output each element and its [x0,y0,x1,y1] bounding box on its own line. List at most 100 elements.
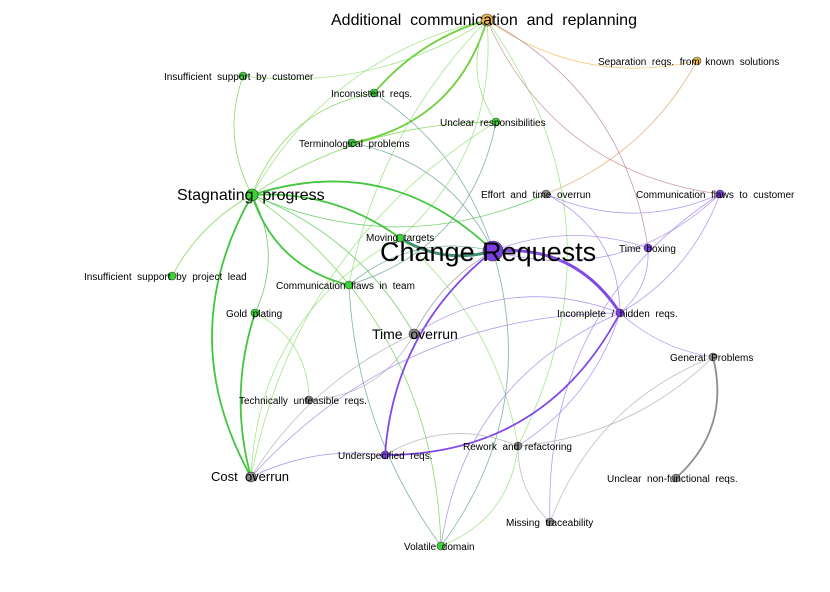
edge-moving_targets-to-rework_refactoring [399,237,519,447]
label-time-boxing: Time boxing [619,244,676,255]
node-insufficient-support-customer[interactable] [238,71,248,81]
edge-communication_flaws_customer-to-missing_traceability [549,193,721,523]
node-incomplete-hidden-reqs[interactable] [615,308,625,318]
edge-change_requests-to-time_overrun [413,250,494,335]
edge-additional_communication-to-unclear_responsibilities [476,19,497,123]
node-communication-flaws-customer[interactable] [715,189,725,199]
label-time-overrun: Time overrun [372,326,458,342]
edge-unclear_responsibilities-to-cost_overrun [250,121,497,478]
edge-additional_communication-to-insufficient_support_customer [242,19,488,80]
edge-additional_communication-to-moving_targets [399,19,489,239]
node-effort-time-overrun[interactable] [541,189,551,199]
edge-change_requests-to-time_boxing [492,235,649,252]
label-unclear-responsibilities: Unclear responsibilities [440,118,546,129]
edge-additional_communication-to-stagnating_progress [251,19,488,196]
edge-change_requests-to-incomplete_hidden_reqs [492,248,622,314]
edge-rework_refactoring-to-missing_traceability [517,445,551,523]
label-separation-reqs: Separation reqs. from known solutions [598,57,779,68]
node-missing-traceability[interactable] [545,517,555,527]
node-communication-flaws-team[interactable] [344,280,354,290]
node-insufficient-support-lead[interactable] [167,271,177,281]
node-terminological-problems[interactable] [347,138,357,148]
edge-additional_communication-to-terminological_problems [351,19,488,144]
node-time-overrun[interactable] [408,328,420,340]
edge-effort_time_overrun-to-incomplete_hidden_reqs [545,193,621,314]
edge-incomplete_hidden_reqs-to-volatile_domain [440,312,621,547]
label-additional-communication: Additional communication and replanning [331,12,637,29]
edge-general_problems-to-missing_traceability [549,356,714,523]
edge-time_boxing-to-incomplete_hidden_reqs [619,247,649,314]
edge-additional_communication-to-separation_reqs [486,19,698,69]
edge-time_overrun-to-incomplete_hidden_reqs [413,296,621,335]
edge-communication_flaws_team-to-volatile_domain [348,284,442,547]
edge-rework_refactoring-to-volatile_domain [440,445,519,547]
edge-stagnating_progress-to-gold_plating [251,194,269,314]
edge-underspecified_reqs-to-rework_refactoring [384,433,519,456]
edge-stagnating_progress-to-cost_overrun [211,194,253,478]
label-stagnating-progress: Stagnating progress [177,187,325,204]
edge-effort_time_overrun-to-communication_flaws_customer [545,193,721,214]
edge-incomplete_hidden_reqs-to-cost_overrun [250,312,621,478]
node-change-requests[interactable] [482,240,504,262]
label-insufficient-support-lead: Insufficient support by project lead [84,272,247,283]
node-gold-plating[interactable] [250,308,260,318]
edge-general_problems-to-unclear_nonfunctional_reqs [675,356,719,479]
edge-stagnating_progress-to-insufficient_support_lead [171,194,253,277]
label-cost-overrun: Cost overrun [211,469,289,484]
edge-unclear_responsibilities-to-communication_flaws_team [348,121,497,286]
edge-stagnating_progress-to-effort_time_overrun [251,193,547,228]
label-inconsistent-reqs: Inconsistent reqs. [331,89,412,100]
label-rework-refactoring: Rework and refactoring [463,442,572,453]
node-layer [167,13,725,551]
node-separation-reqs[interactable] [692,56,702,66]
edge-additional_communication-to-communication_flaws_team [348,19,488,286]
label-underspecified-reqs: Underspecified reqs. [338,451,433,462]
node-additional-communication[interactable] [480,13,494,27]
edge-additional_communication-to-communication_flaws_customer [486,19,721,195]
node-volatile-domain[interactable] [436,541,446,551]
edge-inconsistent_reqs-to-change_requests [373,92,494,252]
label-gold-plating: Gold plating [226,309,282,320]
node-technically-unfeasible-reqs[interactable] [304,395,314,405]
edge-general_problems-to-rework_refactoring [517,356,714,447]
edge-gold_plating-to-technically_unfeasible_reqs [254,312,310,401]
edge-technically_unfeasible_reqs-to-time_overrun [308,333,415,401]
edge-communication_flaws_customer-to-incomplete_hidden_reqs [619,193,721,314]
edge-change_requests-to-volatile_domain [440,250,509,547]
label-communication-flaws-team: Communication flaws in team [276,281,415,292]
edge-unclear_responsibilities-to-stagnating_progress [251,121,497,196]
label-insufficient-support-customer: Insufficient support by customer [164,72,314,83]
node-inconsistent-reqs[interactable] [369,88,379,98]
edge-moving_targets-to-cost_overrun [250,237,401,478]
edge-additional_communication-to-time_boxing [486,19,649,249]
label-volatile-domain: Volatile domain [404,542,475,553]
edge-incomplete_hidden_reqs-to-underspecified_reqs [384,312,621,456]
node-underspecified-reqs[interactable] [380,450,390,460]
edge-inconsistent_reqs-to-stagnating_progress [251,92,375,196]
edge-time_overrun-to-cost_overrun [250,333,415,478]
node-rework-refactoring[interactable] [513,441,523,451]
edge-incomplete_hidden_reqs-to-rework_refactoring [517,312,621,447]
label-terminological-problems: Terminological problems [299,139,410,150]
edge-separation_reqs-to-effort_time_overrun [545,60,698,195]
node-general-problems[interactable] [708,352,718,362]
node-unclear-responsibilities[interactable] [491,117,501,127]
edge-stagnating_progress-to-time_overrun [251,194,415,335]
edge-change_requests-to-communication_flaws_customer [492,193,721,262]
label-moving-targets: Moving targets [366,233,434,244]
label-missing-traceability: Missing traceability [506,518,593,529]
node-stagnating-progress[interactable] [245,188,259,202]
edge-incomplete_hidden_reqs-to-general_problems [619,312,714,358]
node-unclear-nonfunctional-reqs[interactable] [671,473,681,483]
label-incomplete-hidden-reqs: Incomplete / hidden reqs. [557,309,678,320]
label-effort-time-overrun: Effort and time overrun [481,190,591,201]
node-moving-targets[interactable] [395,233,405,243]
edge-terminological_problems-to-change_requests [351,142,494,252]
node-cost-overrun[interactable] [245,471,257,483]
node-time-boxing[interactable] [643,243,653,253]
edge-underspecified_reqs-to-cost_overrun [250,452,386,478]
edge-additional_communication-to-inconsistent_reqs [373,19,488,94]
edge-stagnating_progress-to-communication_flaws_team [251,194,350,286]
